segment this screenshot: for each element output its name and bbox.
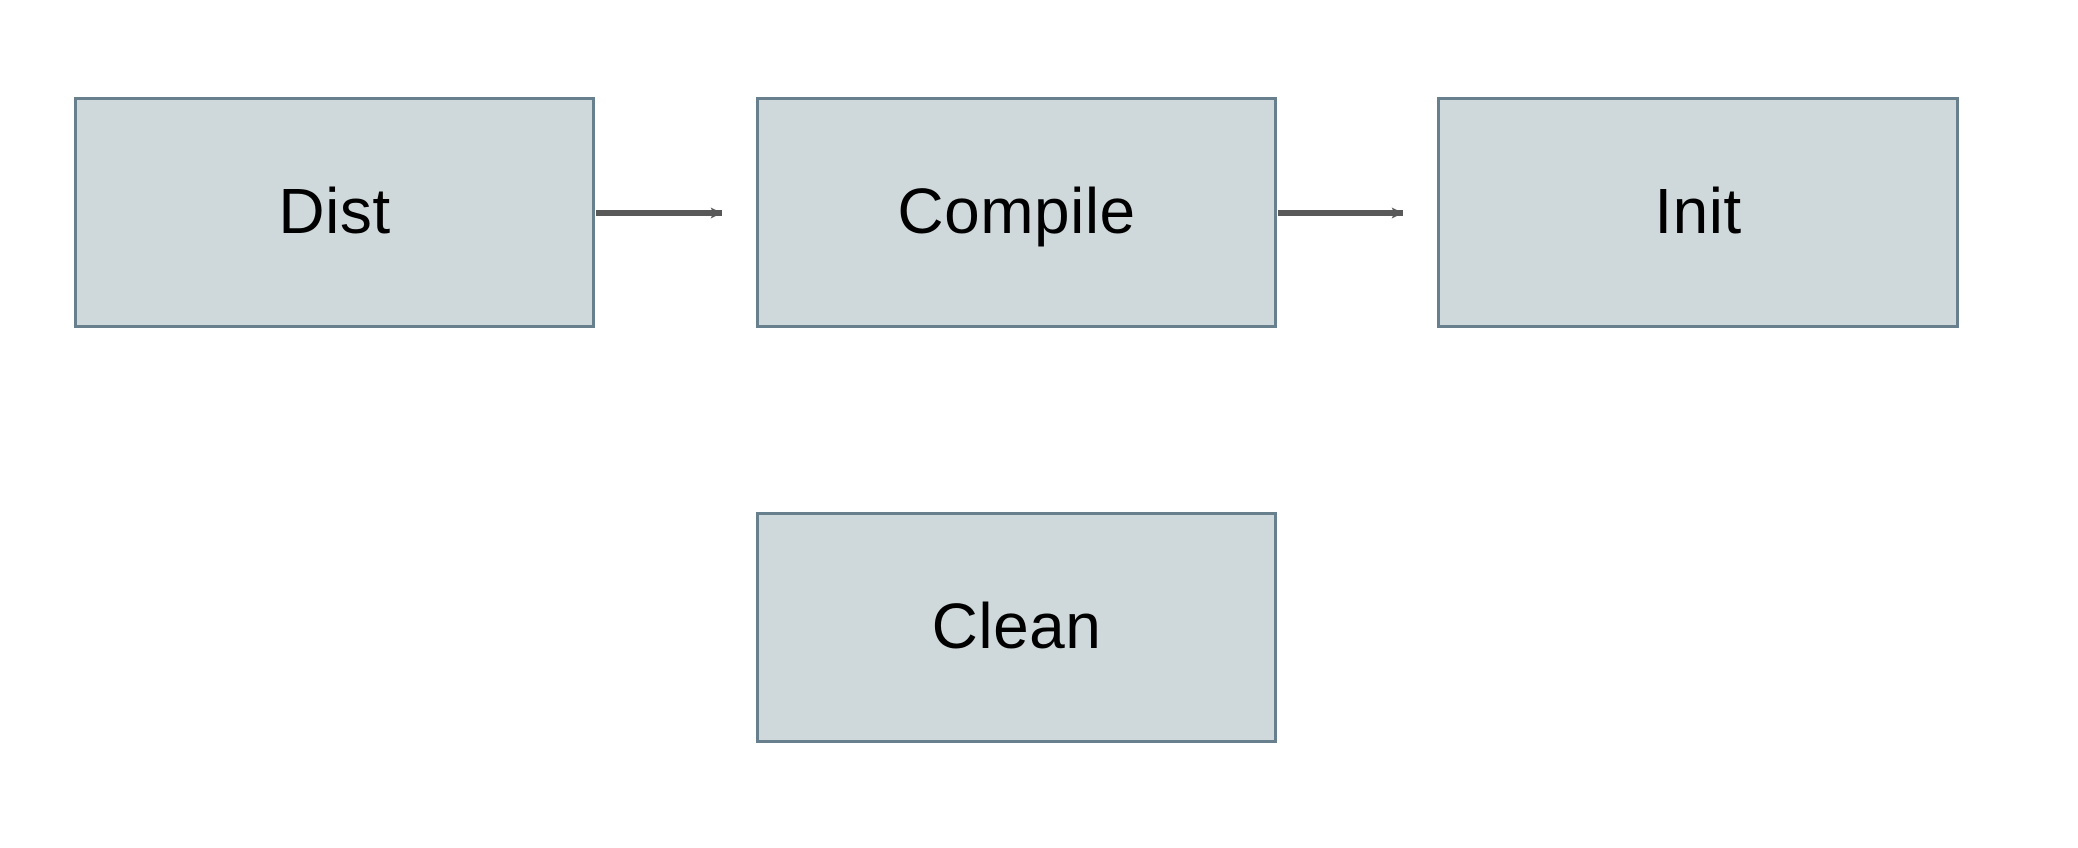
node-dist[interactable]: Dist — [74, 97, 595, 328]
node-init-label: Init — [1654, 174, 1742, 247]
node-compile[interactable]: Compile — [756, 97, 1277, 328]
node-init[interactable]: Init — [1437, 97, 1959, 328]
node-compile-label: Compile — [897, 174, 1136, 247]
node-clean-label: Clean — [931, 589, 1102, 662]
node-clean[interactable]: Clean — [756, 512, 1277, 743]
node-dist-label: Dist — [278, 174, 391, 247]
